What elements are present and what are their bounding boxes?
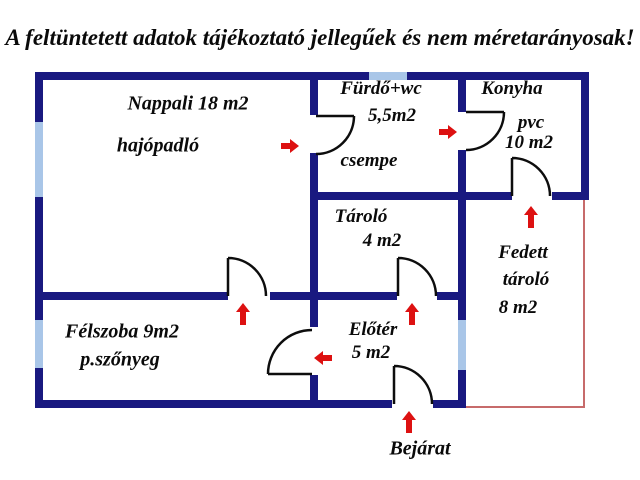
fedett-name-line2-label: tároló xyxy=(502,269,550,290)
nappali-floor-label: hajópadló xyxy=(116,134,200,157)
wall-mid2-c xyxy=(458,370,466,408)
window-nappali xyxy=(35,122,43,197)
konyha-name-label: Konyha xyxy=(481,78,543,99)
wall-h1-b xyxy=(552,192,589,200)
arrows xyxy=(236,125,538,433)
wall-bottom-2 xyxy=(433,400,466,408)
fedett-area-label: 8 m2 xyxy=(498,297,538,318)
covered-storage-outline xyxy=(466,200,585,408)
arrow-up-eloter-tarolo-icon xyxy=(405,303,419,325)
wall-left-3 xyxy=(35,368,43,408)
furdo-name-label: Fürdő+wc xyxy=(340,78,422,99)
door-konyha-fedett xyxy=(510,156,552,197)
wall-mid2-a xyxy=(458,72,466,112)
windows xyxy=(35,72,466,370)
arrow-up-bejarat-icon xyxy=(402,411,416,433)
arrow-up-felszoba-nappali-icon xyxy=(236,303,250,325)
door-bejarat xyxy=(392,364,434,405)
konyha-area-label: 10 m2 xyxy=(504,132,554,153)
wall-right xyxy=(581,72,589,200)
door-furdo-konyha xyxy=(465,110,506,152)
doors xyxy=(226,110,552,405)
eloter-area-label: 5 m2 xyxy=(351,342,391,363)
door-nappali-furdo xyxy=(315,114,356,156)
konyha-floor-label: pvc xyxy=(517,112,545,133)
wall-mid2-b xyxy=(458,150,466,320)
felszoba-name-label: Félszoba 9m2 xyxy=(65,320,179,343)
wall-mid1-a xyxy=(310,72,318,115)
window-furdo xyxy=(369,72,407,80)
bejarat-label: Bejárat xyxy=(389,437,451,460)
eloter-name-label: Előtér xyxy=(348,319,398,340)
arrow-left-eloter-felszoba-icon xyxy=(314,351,332,365)
wall-left-1 xyxy=(35,72,43,122)
wall-h2-b xyxy=(270,292,397,300)
nappali-name-label: Nappali 18 m2 xyxy=(127,92,249,115)
door-eloter-felszoba xyxy=(266,328,313,376)
wall-h1-a xyxy=(310,192,512,200)
furdo-floor-label: csempe xyxy=(340,150,398,171)
wall-left-2 xyxy=(35,197,43,320)
window-felszoba xyxy=(35,320,43,368)
wall-mid1-b xyxy=(310,153,318,327)
arrow-right-furdo-konyha-icon xyxy=(439,125,457,139)
fedett-name-line1-label: Fedett xyxy=(498,242,548,263)
window-eloter xyxy=(458,320,466,370)
tarolo-area-label: 4 m2 xyxy=(362,230,402,251)
wall-h2-c xyxy=(437,292,466,300)
wall-bottom-1 xyxy=(35,400,392,408)
door-tarolo-eloter xyxy=(396,256,438,297)
door-nappali-felszoba xyxy=(226,256,268,297)
furdo-area-label: 5,5m2 xyxy=(367,105,417,126)
arrow-up-fedett-konyha-icon xyxy=(524,206,538,228)
wall-mid1-c xyxy=(310,375,318,408)
tarolo-name-label: Tároló xyxy=(334,206,388,227)
disclaimer-text: A feltüntetett adatok tájékoztató jelleg… xyxy=(5,25,635,50)
felszoba-floor-label: p.szőnyeg xyxy=(80,348,160,371)
walls xyxy=(35,72,589,408)
wall-h2-a xyxy=(35,292,228,300)
arrow-right-nappali-furdo-icon xyxy=(281,139,299,153)
